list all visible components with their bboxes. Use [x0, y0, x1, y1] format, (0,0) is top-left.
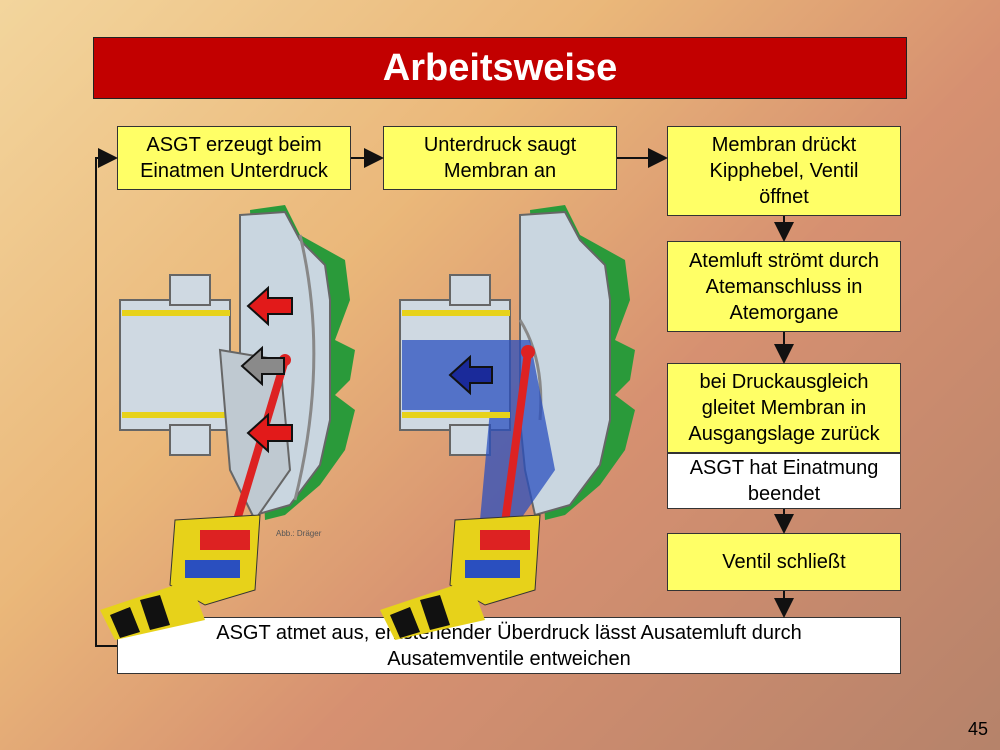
- step-8-box: ASGT atmet aus, entstehender Überdruck l…: [117, 617, 901, 674]
- flow-arrow-blue: [448, 354, 493, 396]
- flow-arrow-red-bottom: [246, 412, 293, 454]
- slide-title: Arbeitsweise: [93, 37, 907, 99]
- step-1-box: ASGT erzeugt beim Einatmen Unterdruck: [117, 126, 351, 190]
- step-3-box: Membran drückt Kipphebel, Ventil öffnet: [667, 126, 901, 216]
- regulator-illustration-left: Abb.: Dräger: [100, 205, 355, 640]
- regulator-illustration-right: [380, 205, 635, 640]
- step-7-box: Ventil schließt: [667, 533, 901, 591]
- connector-loop-back: [95, 148, 118, 647]
- flow-arrow-red-top: [246, 285, 293, 327]
- step-4-box: Atemluft strömt durch Atemanschluss in A…: [667, 241, 901, 332]
- step-2-box: Unterdruck saugt Membran an: [383, 126, 617, 190]
- image-credit: Abb.: Dräger: [276, 529, 322, 538]
- flow-arrow-gray: [240, 345, 285, 387]
- step-6-box: ASGT hat Einatmung beendet: [667, 453, 901, 509]
- page-number: 45: [967, 719, 988, 739]
- step-5-box: bei Druckausgleich gleitet Membran in Au…: [667, 363, 901, 453]
